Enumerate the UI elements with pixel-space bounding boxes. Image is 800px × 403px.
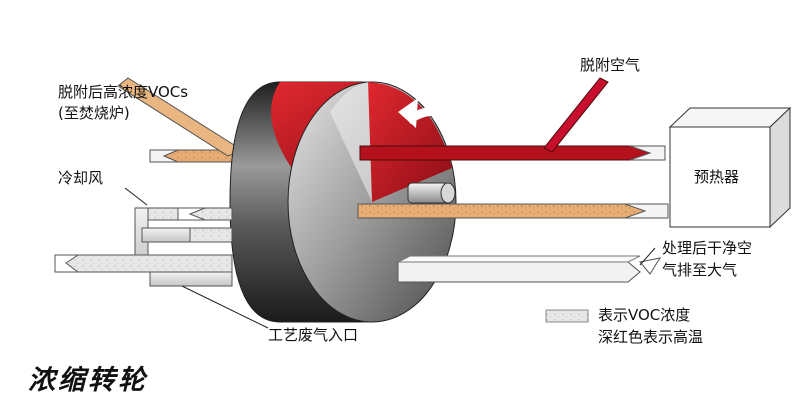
label-clean-exhaust-line2: 气排至大气	[662, 261, 738, 279]
rotor-drum	[229, 81, 464, 323]
label-desorbed-voc-line1: 脱附后高浓度VOCs	[58, 83, 189, 101]
diagram-title: 浓缩转轮	[28, 365, 148, 396]
desorption-air-pipe	[359, 77, 666, 161]
legend-swatch	[545, 309, 589, 323]
rotor-hub	[407, 182, 456, 204]
preheater-box	[668, 106, 792, 229]
label-legend-line1: 表示VOC浓度	[598, 306, 691, 324]
label-clean-exhaust-line1: 处理后干净空	[662, 239, 753, 257]
process-inlet-pipe	[54, 254, 233, 287]
clean-exhaust-pipe	[397, 255, 662, 283]
label-desorbed-voc-line2: (至焚烧炉)	[58, 104, 130, 122]
rotation-arrow-icon	[398, 98, 464, 129]
label-desorption-air: 脱附空气	[580, 56, 641, 74]
desorbed-voc-pipe	[117, 77, 244, 163]
label-legend-line2: 深红色表示高温	[598, 328, 704, 346]
label-cooling-air: 冷却风	[58, 169, 104, 187]
leader-lines	[124, 187, 656, 329]
label-preheater: 预热器	[694, 168, 740, 186]
heated-air-pipe	[357, 203, 669, 219]
label-process-inlet: 工艺废气入口	[268, 326, 359, 344]
